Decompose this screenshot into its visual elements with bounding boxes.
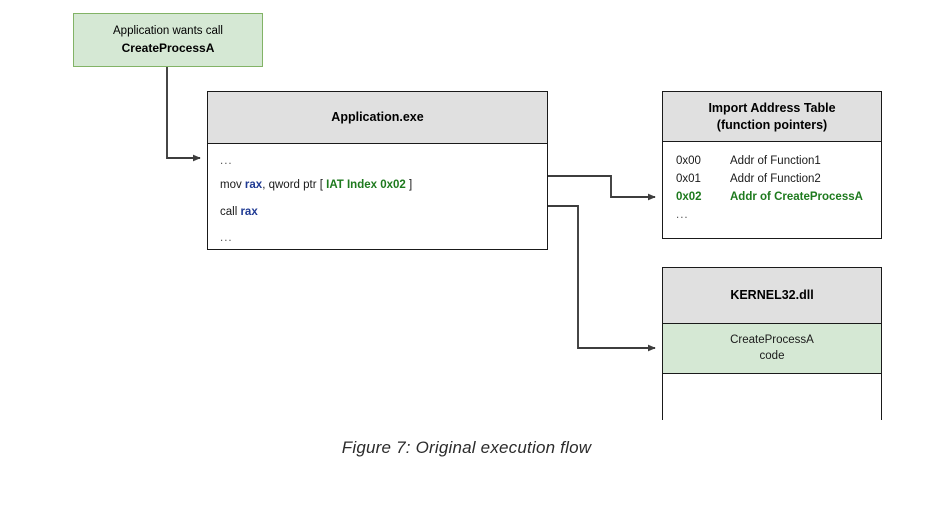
application-exe-title: Application.exe [208, 92, 547, 144]
iat-row-value: Addr of CreateProcessA [730, 190, 863, 203]
callout-line-2: CreateProcessA [121, 40, 215, 55]
dll-code-line-2: code [759, 349, 785, 362]
code-line-dots-top: ... [220, 155, 233, 167]
arrow-callout-to-app [166, 67, 201, 162]
code-line-call: call rax [220, 205, 547, 219]
mov-register: rax [244, 179, 263, 192]
iat-row-value: Addr of Function2 [730, 172, 821, 185]
figure-canvas: Application wants call CreateProcessA Ap… [73, 13, 882, 525]
table-row: 0x00 Addr of Function1 [663, 153, 881, 171]
iat-trailing-dots: ... [676, 209, 689, 222]
mov-iat-index: IAT Index 0x02 [326, 179, 406, 192]
code-line-dots-bottom: ... [220, 232, 233, 245]
iat-title-line-1: Import Address Table [708, 101, 836, 116]
code-line-mov: mov rax, qword ptr [ IAT Index 0x02 ] [220, 178, 547, 192]
iat-row-index: 0x02 [676, 190, 702, 203]
call-register: rax [240, 205, 258, 218]
arrow-app-to-iat [548, 175, 656, 201]
application-exe-code: ... mov rax, qword ptr [ IAT Index 0x02 … [208, 144, 547, 246]
mov-operand-prefix: , qword ptr [ [262, 179, 327, 192]
import-address-table-title: Import Address Table (function pointers) [663, 92, 881, 142]
mov-operand-suffix: ] [405, 179, 413, 192]
table-row-highlighted: 0x02 Addr of CreateProcessA [663, 189, 881, 207]
call-mnemonic: call [220, 205, 241, 218]
iat-row-value: Addr of Function1 [730, 155, 821, 167]
callout-application-wants-call: Application wants call CreateProcessA [73, 13, 263, 67]
application-exe-box: Application.exe ... mov rax, qword ptr [… [207, 91, 548, 250]
mov-mnemonic: mov [220, 179, 245, 192]
table-row: 0x01 Addr of Function2 [663, 171, 881, 189]
kernel32-createprocessa-code-section: CreateProcessA code [663, 324, 881, 374]
import-address-table-box: Import Address Table (function pointers)… [662, 91, 882, 239]
import-address-table-rows: 0x00 Addr of Function1 0x01 Addr of Func… [663, 142, 881, 225]
iat-title-line-2: (function pointers) [716, 117, 828, 132]
arrow-app-to-dll [548, 205, 656, 352]
iat-row-index: 0x00 [676, 155, 701, 167]
callout-line-1: Application wants call [113, 25, 223, 38]
kernel32-dll-title: KERNEL32.dll [663, 268, 881, 324]
dll-code-line-1: CreateProcessA [730, 333, 814, 346]
kernel32-dll-box: KERNEL32.dll CreateProcessA code [662, 267, 882, 525]
iat-row-index: 0x01 [676, 172, 701, 185]
figure-caption: Figure 7: Original execution flow [341, 438, 592, 457]
